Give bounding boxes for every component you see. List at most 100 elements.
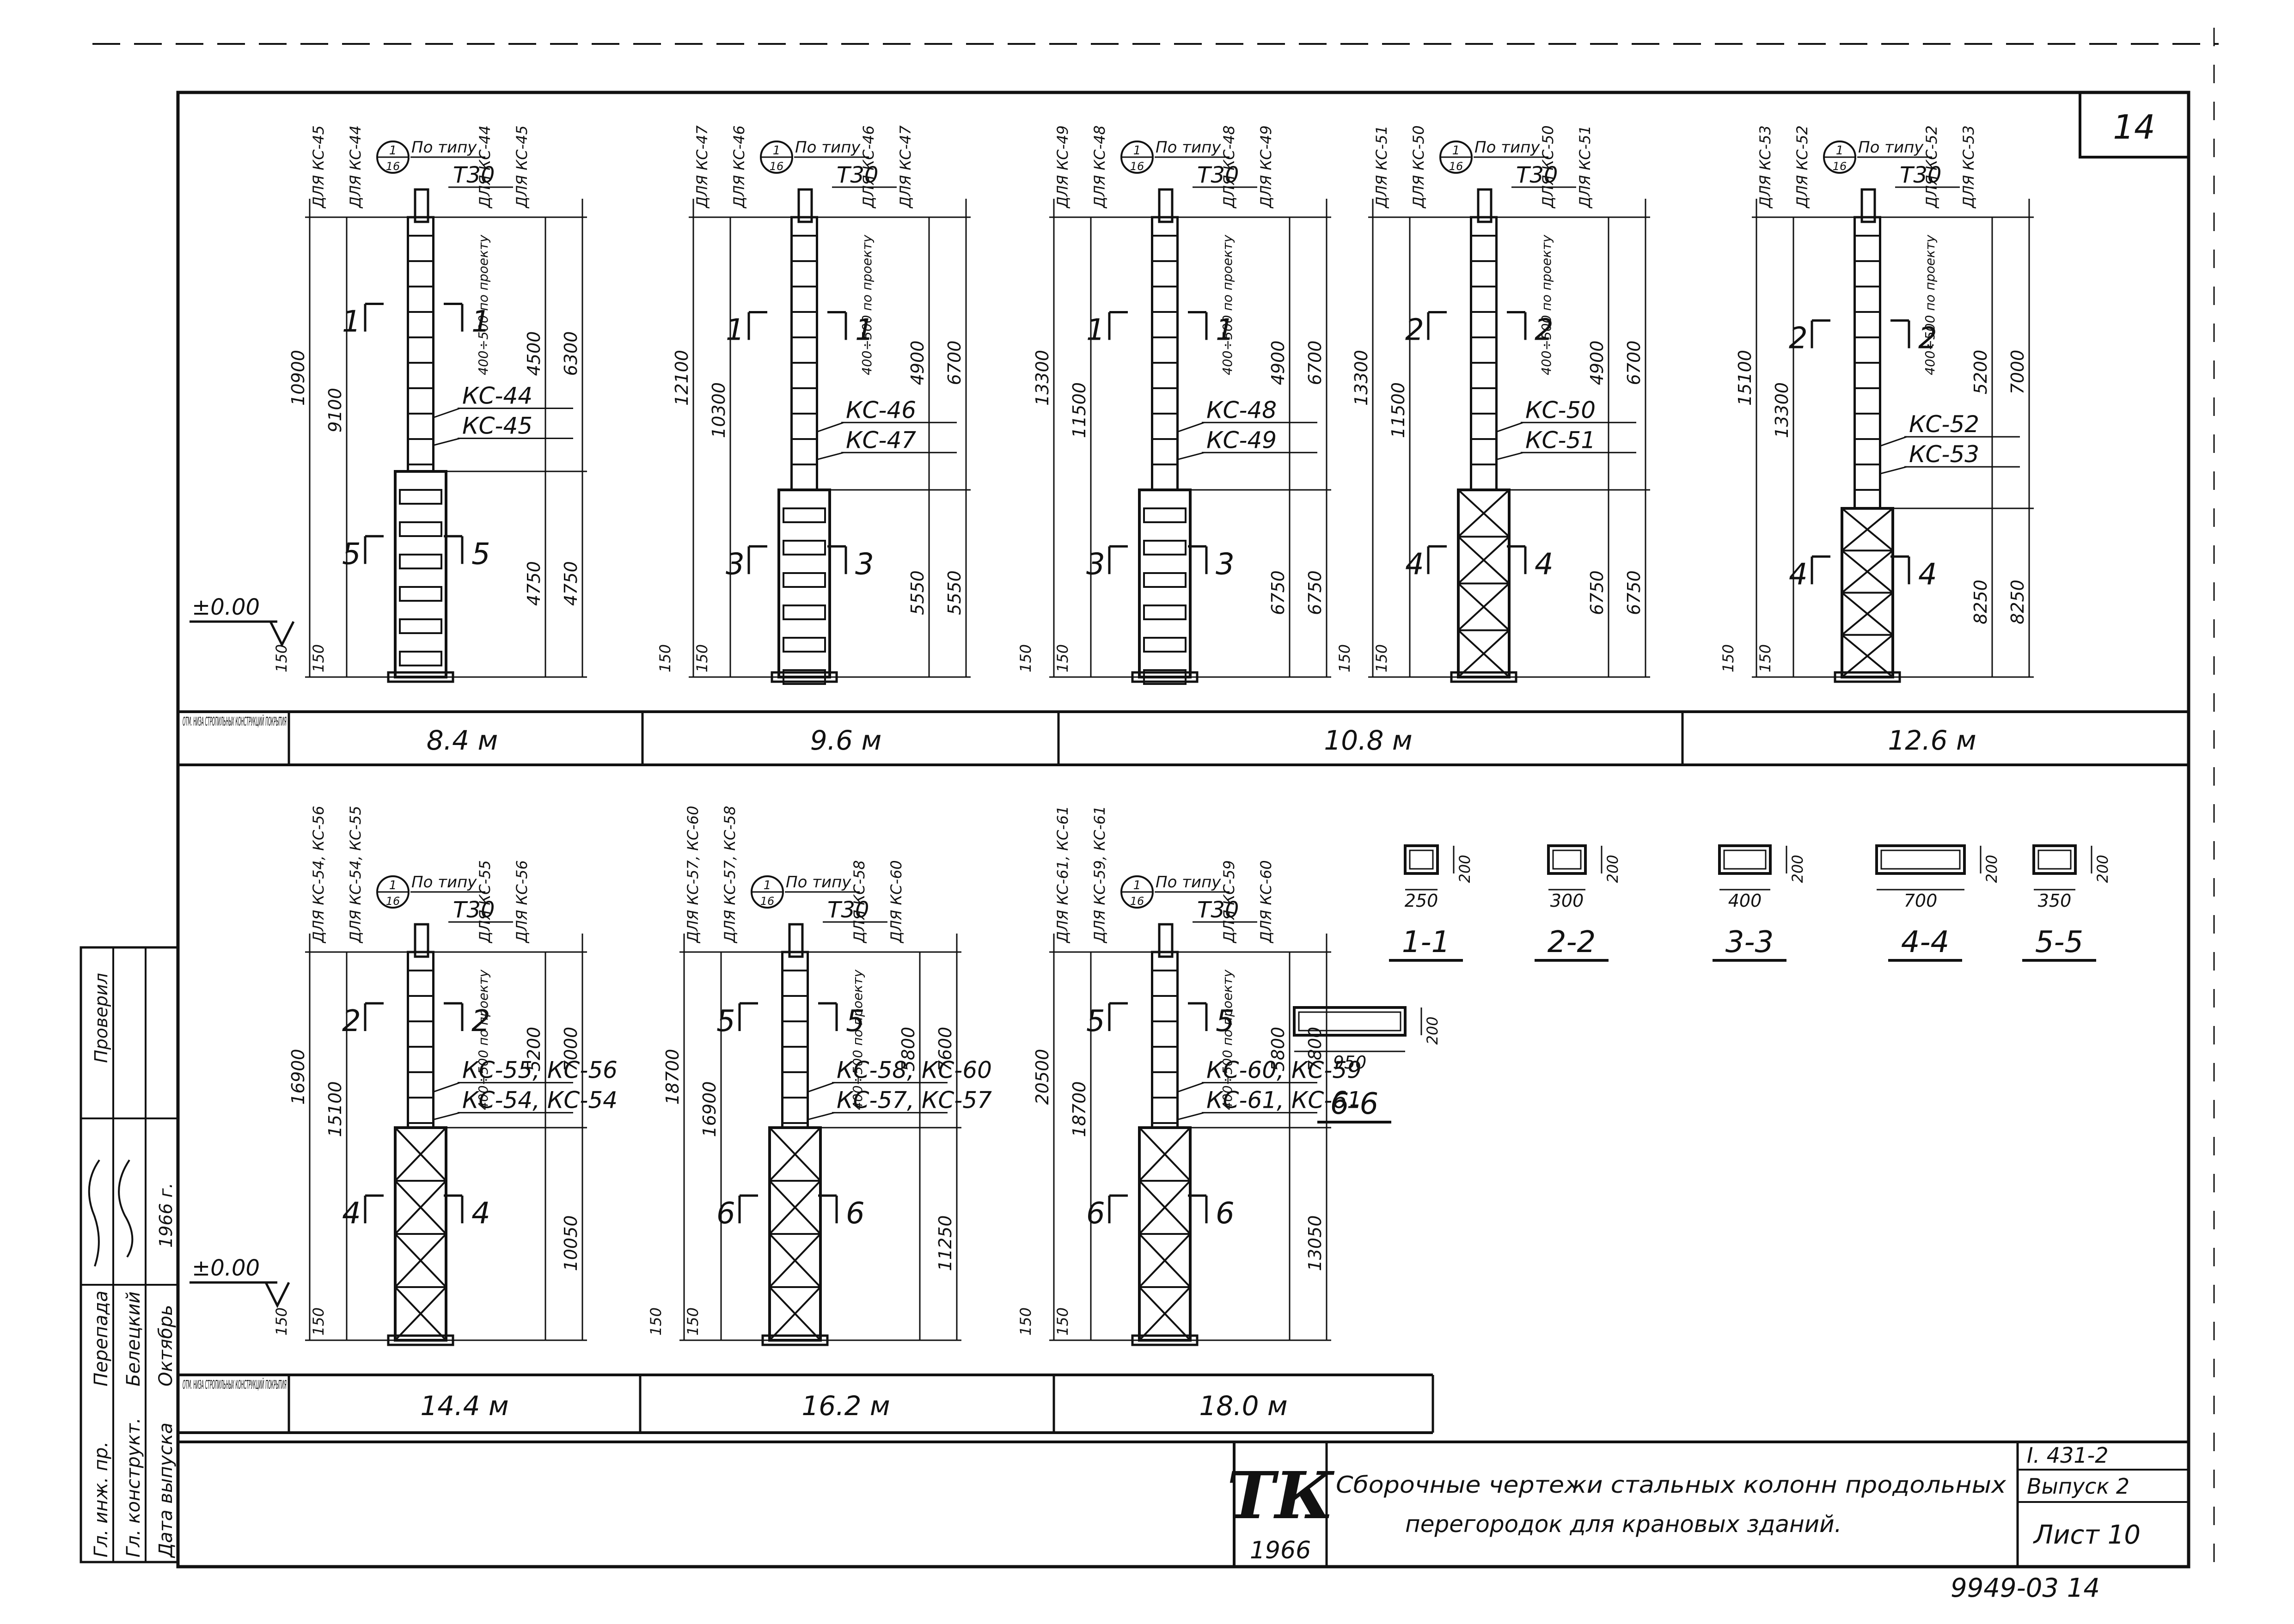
dim-right-upper-1: 4900: [1587, 341, 1607, 385]
section-name: 2-2: [1548, 925, 1596, 959]
section-inner: [1723, 849, 1767, 870]
cap-plate: [788, 923, 804, 958]
section-mark-label-right: 4: [1918, 557, 1937, 592]
ref-circle-top: 1: [1133, 879, 1141, 892]
top-label: ДЛЯ КС-50: [1539, 125, 1557, 209]
ref-note: По типу: [1474, 138, 1540, 157]
dim-right-lower: 10050: [561, 1215, 581, 1271]
truss-diagonal: [394, 1127, 447, 1182]
dim-right-upper-2: 7000: [2007, 350, 2028, 395]
section-height: 200: [1789, 855, 1806, 883]
row2-span-3: 18.0 м: [1199, 1390, 1287, 1422]
mark-upper: КС-44: [462, 383, 532, 409]
dim-base: 150: [1054, 644, 1071, 672]
cap-plate: [414, 923, 429, 958]
cap-plate: [1477, 188, 1493, 223]
ref-circle-bottom: 16: [770, 160, 784, 173]
ref-note: По типу: [1156, 138, 1221, 157]
dim-right-upper-1: 4900: [907, 341, 928, 385]
section-width: 700: [1904, 891, 1938, 911]
truss-diagonal: [1457, 629, 1510, 678]
batten-plate: [1143, 572, 1187, 588]
dim-base: 150: [273, 1307, 290, 1336]
dim-note: 400÷500 по проекту: [476, 235, 491, 375]
section-mark-label-right: 6: [1216, 1197, 1235, 1231]
upper-shaft: [1151, 216, 1179, 491]
dim-left-outer: 18700: [662, 1049, 683, 1105]
mark-leader: [433, 1082, 460, 1093]
truss-diagonal: [1457, 489, 1510, 537]
footer-code: 9949-03 14: [1951, 1573, 2100, 1603]
dim-right-lower: 5550: [944, 570, 965, 615]
dim-left-outer: 13300: [1032, 350, 1052, 406]
mark-leader: [807, 1082, 835, 1093]
issue-number: Выпуск 2: [2027, 1474, 2129, 1499]
ref-note: По типу: [411, 873, 477, 891]
cap-plate: [797, 188, 813, 223]
section-mark-label-left: 2: [342, 1004, 361, 1038]
lower-shaft: [1138, 488, 1192, 678]
section-mark-label-left: 5: [342, 537, 361, 571]
section-height: 200: [1424, 1016, 1441, 1044]
section-name: 1-1: [1402, 925, 1450, 959]
truss-diagonal: [1841, 634, 1894, 678]
dim-right-upper-1: 5200: [524, 1027, 544, 1072]
cap-plate: [1158, 188, 1174, 223]
ref-circle-bottom: 16: [1833, 160, 1847, 173]
top-label: ДЛЯ КС-47: [693, 125, 711, 209]
mark-lower: КС-53: [1909, 441, 1979, 468]
mark-leader: [1177, 421, 1205, 433]
section-mark-label-left: 6: [716, 1197, 735, 1231]
dim-right-lower: 13050: [1305, 1215, 1325, 1271]
mark-upper: КС-46: [846, 397, 916, 423]
truss-diagonal: [1138, 1233, 1191, 1288]
section-mark-label-right: 2: [471, 1004, 490, 1038]
dim-right-lower: 6750: [1587, 570, 1607, 615]
tag-t30: Т30: [1516, 162, 1558, 188]
truss-diagonal: [394, 1286, 447, 1341]
section-mark-label-right: 2: [1535, 313, 1554, 348]
dim-right-upper-2: 6300: [561, 331, 581, 376]
ref-circle-bottom: 16: [1449, 160, 1463, 173]
section-inner: [1880, 849, 1961, 870]
truss-diagonal: [769, 1127, 821, 1182]
mark-leader: [1496, 421, 1523, 433]
top-label: ДЛЯ КС-59: [1220, 860, 1238, 944]
row1-label: ОТМ. НИЗА СТРОПИЛЬНЫХ КОНСТРУКЦИЙ ПОКРЫТ…: [183, 714, 287, 729]
section-mark-label-right: 3: [855, 547, 874, 581]
section-inner: [1298, 1011, 1401, 1032]
truss-diagonal: [769, 1233, 821, 1288]
dim-base: 150: [693, 644, 711, 672]
top-label: ДЛЯ КС-48: [1091, 125, 1108, 209]
lower-shaft: [394, 470, 447, 678]
dim-base: 150: [684, 1307, 702, 1336]
batten-plate: [783, 637, 826, 653]
dim-left-outer: 12100: [672, 350, 692, 406]
lower-shaft: [777, 488, 831, 678]
section-mark-label-right: 2: [1918, 322, 1937, 356]
section-mark-label-right: 5: [846, 1004, 865, 1038]
dim-base: 150: [310, 1307, 327, 1336]
section-outline: [1547, 844, 1587, 875]
batten-plate: [399, 618, 442, 634]
top-label: ДЛЯ КС-61, КС-61: [1054, 806, 1071, 944]
section-width: 400: [1728, 891, 1762, 911]
tag-t30: Т30: [453, 897, 495, 923]
dim-right-lower: 6750: [1624, 570, 1644, 615]
dim-note: 400÷500 по проекту: [850, 970, 865, 1110]
row1-span-1: 8.4 м: [427, 725, 498, 756]
section-name: 6-6: [1330, 1087, 1379, 1121]
dim-base: 150: [1054, 1307, 1071, 1336]
mark-lower: КС-49: [1206, 427, 1277, 453]
ref-note: По типу: [1156, 873, 1221, 891]
top-label: ДЛЯ КС-54, КС-55: [347, 806, 364, 944]
truss-diagonal: [1138, 1180, 1191, 1235]
mark-upper: КС-48: [1206, 397, 1277, 423]
ref-circle-bottom: 16: [760, 895, 775, 908]
